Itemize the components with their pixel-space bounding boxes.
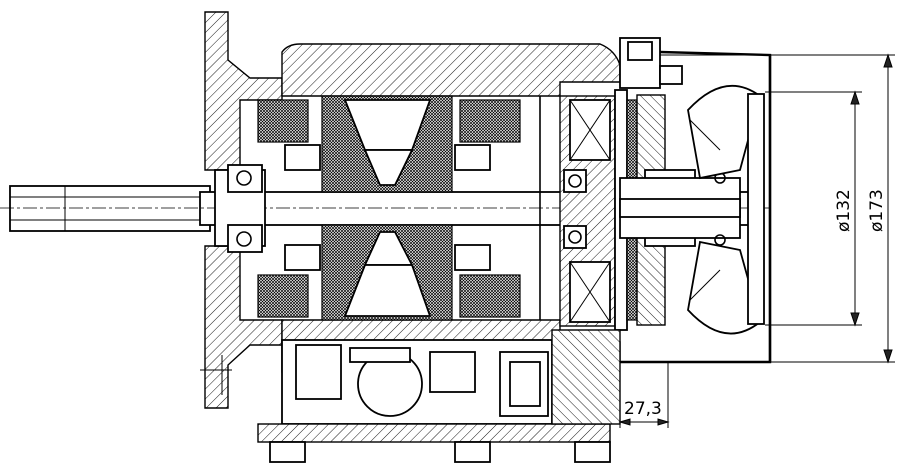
- length-27-3-label: 27,3: [624, 399, 662, 419]
- rear-endshield: [559, 95, 616, 327]
- front-bearing: [227, 164, 263, 253]
- fan-cover: [620, 50, 772, 364]
- dimension-27-3: 27,3: [618, 362, 670, 428]
- diameter-173-label: ø173: [867, 189, 887, 232]
- stator-windings: [257, 99, 521, 318]
- dimension-132: ø132: [765, 90, 862, 327]
- diameter-132-label: ø132: [834, 189, 854, 232]
- fan-hub: [619, 172, 741, 246]
- motor-base: [257, 329, 621, 463]
- terminal-box: [281, 339, 553, 425]
- stator-core: [321, 95, 453, 321]
- dimension-173: ø173: [660, 53, 895, 364]
